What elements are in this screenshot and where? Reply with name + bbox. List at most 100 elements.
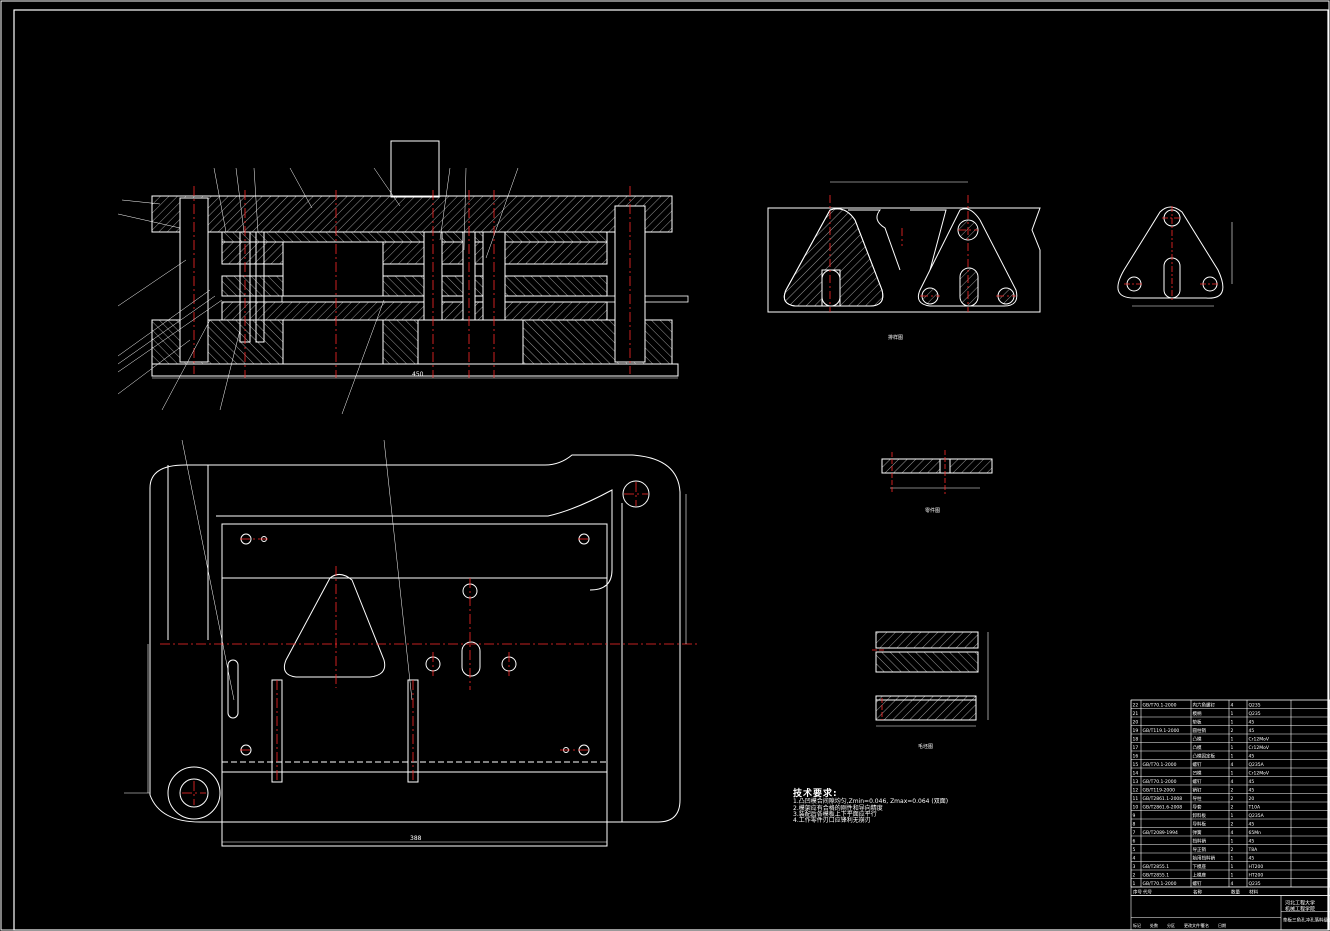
- bom-cell: 螺钉: [1193, 778, 1202, 785]
- bom-cell: 2: [1231, 796, 1234, 802]
- bom-cell: 19: [1133, 728, 1139, 734]
- drawing-name: 垫板三角孔冲孔落料级进模: [1283, 917, 1330, 924]
- upper-die-base: [151, 195, 673, 233]
- bom-cell: 导套: [1193, 804, 1202, 811]
- bom-cell: 22: [1133, 703, 1139, 709]
- bom-header-cell: 代号: [1143, 889, 1152, 896]
- title-block-label: 日期: [1218, 922, 1226, 928]
- bom-cell: 1: [1231, 813, 1234, 819]
- front-center-lines: [193, 186, 631, 378]
- bom-cell: Q235A: [1249, 762, 1265, 768]
- title-block-label: 更改文件号: [1184, 922, 1204, 928]
- bom-cell: GB/T2855.1: [1143, 864, 1170, 870]
- bom-cell: 4: [1231, 762, 1234, 768]
- bom-cell: 1: [1231, 771, 1234, 777]
- technical-requirements: 技术要求: 1.凸凹模合间隙均匀,Zmin=0.046, Zmax=0.064 …: [793, 789, 949, 825]
- bom-cell: 凸模固定板: [1193, 753, 1216, 760]
- plan-center-lines: [160, 482, 700, 805]
- bom-cell: 2: [1231, 728, 1234, 734]
- bom-cell: GB/T2855.1: [1143, 873, 1170, 879]
- bom-cell: 1: [1231, 873, 1234, 879]
- bom-cell: 4: [1231, 881, 1234, 887]
- title-block-label: 处数: [1150, 922, 1158, 928]
- bom-cell: 圆柱销: [1193, 727, 1207, 734]
- bom-cell: 2: [1231, 805, 1234, 811]
- blank-center-lines: [872, 649, 884, 720]
- bom-cell: 1: [1231, 720, 1234, 726]
- assembly-balloons: [117, 167, 519, 415]
- shank: [390, 140, 440, 198]
- bom-cell: 18: [1133, 737, 1139, 743]
- bom-cell: 2: [1231, 788, 1234, 794]
- bom-cell: 导正销: [1193, 846, 1207, 853]
- bom-header-cell: 材料: [1249, 889, 1258, 896]
- bom-cell: GB/T70.1-2000: [1143, 779, 1177, 785]
- bom-header-cell: 名称: [1193, 889, 1202, 896]
- part-label: 零件图: [925, 507, 940, 514]
- tech-item: 4.工作零件刃口应锋利无崩刃: [793, 817, 871, 825]
- lower-die-base: [151, 319, 673, 365]
- bom-cell: Cr12MoV: [1249, 737, 1270, 743]
- bom-cell: T8A: [1248, 847, 1259, 853]
- bom-cell: 导柱: [1193, 795, 1202, 802]
- bom-cell: 9: [1133, 813, 1136, 819]
- bom-cell: 15: [1133, 762, 1139, 768]
- bom-cell: 卸料板: [1193, 812, 1207, 819]
- bom-cell: 始用挡料销: [1193, 855, 1216, 862]
- bom-cell: 8: [1133, 822, 1136, 828]
- bom-cell: 1: [1231, 864, 1234, 870]
- bom-cell: 5: [1133, 847, 1136, 853]
- bom-cell: 螺钉: [1193, 880, 1202, 887]
- bom-cell: HT200: [1249, 864, 1264, 870]
- title-block-label: 标记: [1133, 922, 1141, 928]
- bom-cell: 模柄: [1193, 710, 1202, 717]
- title-block-text: 机械工程学院: [1285, 906, 1315, 913]
- bom-cell: GB/T70.1-2000: [1143, 762, 1177, 768]
- lower-die-base-outline: [149, 454, 681, 823]
- bom-cell: 挡料销: [1193, 838, 1207, 845]
- bom-cell: 45: [1249, 822, 1255, 828]
- bom-cell: 凸模: [1193, 736, 1202, 743]
- bom-cell: 17: [1133, 745, 1139, 751]
- bom-cell: GB/T2089-1994: [1143, 830, 1179, 836]
- blank-label: 毛坯图: [918, 743, 933, 750]
- bom-cell: T10A: [1248, 805, 1261, 811]
- bom-cell: 上模座: [1193, 872, 1207, 879]
- bom-cell: 1: [1231, 737, 1234, 743]
- bom-cell: 12: [1133, 788, 1139, 794]
- bom-cell: 21: [1133, 711, 1139, 717]
- bom-cell: 45: [1249, 788, 1255, 794]
- bom-cell: 45: [1249, 728, 1255, 734]
- bom-cell: 导料板: [1193, 821, 1207, 828]
- bom-cell: 4: [1231, 830, 1234, 836]
- bom-cell: 65Mn: [1249, 830, 1262, 836]
- bom-cell: 2: [1231, 822, 1234, 828]
- plan-width-dim: 388: [410, 835, 422, 842]
- blank-detail-view: [875, 631, 989, 727]
- bom-cell: 45: [1249, 779, 1255, 785]
- strip-layout-view: [767, 181, 1041, 313]
- part-section-center-lines: [891, 450, 946, 494]
- part-center-lines: [1124, 206, 1220, 300]
- bom-cell: Q235: [1249, 711, 1261, 717]
- bom-cell: 3: [1133, 864, 1136, 870]
- bom-cell: 13: [1133, 779, 1139, 785]
- bom-cell: GB/T119-2000: [1143, 788, 1176, 794]
- bom-cell: GB/T70.1-2000: [1143, 703, 1177, 709]
- tech-item: 1.凸凹模合间隙均匀,Zmin=0.046, Zmax=0.064 (双面): [793, 798, 949, 806]
- bom-cell: 4: [1133, 856, 1136, 862]
- part-section-view: [881, 458, 993, 489]
- bom-cell: 内六角螺钉: [1193, 702, 1216, 709]
- bom-cell: 1: [1231, 754, 1234, 760]
- bom-cell: 10: [1133, 805, 1139, 811]
- bom-cell: 20: [1133, 720, 1139, 726]
- bom-cell: 6: [1133, 839, 1136, 845]
- bom-cell: 1: [1133, 881, 1136, 887]
- tech-title: 技术要求:: [793, 789, 838, 799]
- strip-center-lines: [829, 195, 1016, 312]
- bom-cell: 4: [1231, 779, 1234, 785]
- die-plate-outline: [221, 523, 608, 847]
- plan-view: [149, 439, 681, 847]
